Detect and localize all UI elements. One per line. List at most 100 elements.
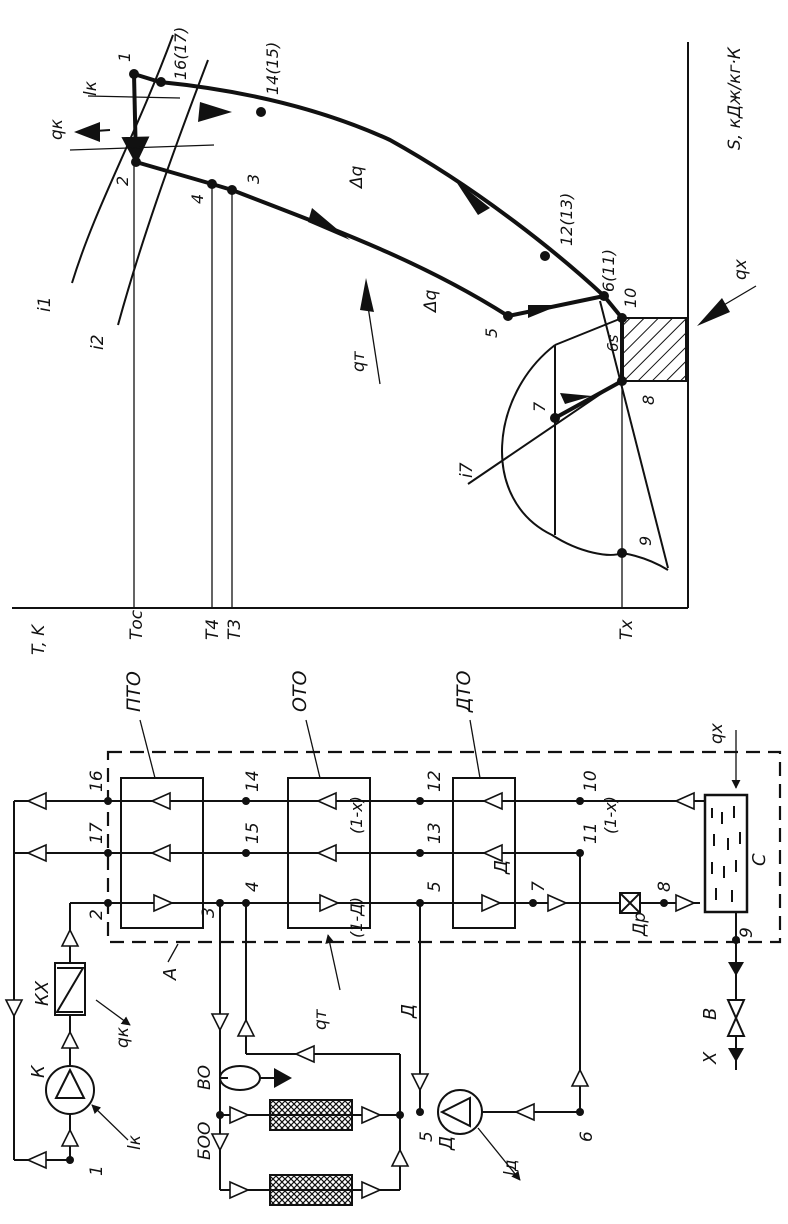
label-p5: 5: [482, 328, 501, 338]
throttle-cross: [619, 892, 641, 914]
tick-tos: Tос: [127, 609, 147, 640]
node-5b: 5: [417, 1131, 437, 1142]
label-i2: i2: [88, 334, 108, 350]
label-output: Х: [700, 1051, 721, 1065]
label-oto: ОТО: [289, 670, 311, 712]
label-expander-branch: Д: [398, 1004, 419, 1019]
block-a-boundary: [106, 750, 782, 944]
cooler-coil: [55, 967, 85, 1013]
tick-t4: T4: [203, 619, 223, 640]
node-11: 11: [581, 822, 601, 844]
label-flow-1x-top: (1-х): [347, 796, 366, 834]
label-p9: 9: [636, 536, 655, 546]
flow-arrow-6-16: [455, 180, 490, 215]
ts-diagram: T, K S, кДж/кг·К Tос T4 T3 Tx 1 16(17) 1…: [12, 27, 757, 655]
isobar-low: [599, 300, 669, 569]
label-p6s: 6s: [604, 334, 622, 352]
label-qk: qк: [47, 118, 67, 140]
label-ld-schematic: lд: [501, 1160, 521, 1176]
label-collector: С: [749, 853, 770, 866]
dto-leader: [469, 719, 481, 779]
label-p7: 7: [530, 401, 549, 412]
lk-arrow-head: [198, 102, 232, 122]
node-12: 12: [425, 770, 445, 792]
label-compressor: К: [28, 1064, 49, 1078]
label-lk-schematic: lк: [125, 1134, 145, 1150]
label-cooler: КХ: [32, 980, 53, 1006]
state-dots: [129, 69, 627, 558]
qk-arrow-head: [74, 122, 100, 142]
oto-leader: [305, 719, 321, 779]
qt-arrow-head: [360, 278, 374, 312]
label-flow-1d: (1-Д): [347, 897, 366, 938]
label-p4: 4: [188, 194, 207, 204]
label-qx: qx: [731, 258, 751, 280]
label-p16: 16(17): [171, 27, 190, 80]
flow-triangles: [4, 791, 696, 1200]
node-4: 4: [243, 881, 263, 892]
refrigeration-block: [621, 317, 687, 382]
valve-top: [726, 999, 746, 1021]
label-lk: lк: [81, 80, 101, 96]
qx-arrow-head: [697, 298, 730, 326]
label-p8: 8: [639, 395, 658, 405]
compressor-mark: [54, 1067, 86, 1099]
lk-line: [87, 95, 181, 99]
node-13: 13: [425, 822, 445, 844]
node-1: 1: [87, 1165, 107, 1176]
node-6: 6: [577, 1131, 597, 1142]
pto-leader: [139, 719, 156, 779]
node-7: 7: [529, 881, 549, 892]
label-dq-forward: Δq: [421, 289, 441, 314]
label-dto: ДТО: [453, 671, 475, 713]
node-2: 2: [87, 909, 107, 920]
tick-tx: Tx: [617, 619, 637, 640]
label-p1: 1: [115, 52, 134, 62]
ld-expander-arrow: [477, 1127, 521, 1181]
label-i7: i7: [457, 462, 477, 478]
oil-separator-arrow: [274, 1068, 292, 1088]
label-p6: 6(11): [599, 249, 618, 292]
qt-arrow-line: [366, 299, 381, 385]
axis-label-s: S, кДж/кг·К: [725, 46, 745, 150]
isobar-i2: [117, 59, 209, 326]
label-pto: ПТО: [123, 671, 145, 712]
label-block-a: А: [160, 968, 181, 981]
node-14: 14: [243, 770, 263, 792]
node-3: 3: [199, 907, 219, 918]
process-2-5: [135, 160, 510, 318]
valve-bottom: [726, 1015, 746, 1037]
label-throttle: Др: [630, 912, 650, 937]
label-expander: Д: [436, 1136, 457, 1151]
node-17: 17: [87, 822, 107, 844]
process-6-16: [133, 72, 606, 298]
label-p3: 3: [244, 174, 263, 184]
label-oil-separator: ВО: [195, 1065, 215, 1090]
node-dots: [66, 797, 740, 1164]
label-p2: 2: [113, 176, 132, 186]
expander-mark: [439, 1096, 471, 1128]
lk-compressor-arrow: [91, 1104, 129, 1141]
label-qt-schematic: qт: [311, 1008, 331, 1030]
node-5: 5: [425, 881, 445, 892]
node-15: 15: [243, 822, 263, 844]
label-dq-reverse: Δq: [347, 165, 367, 190]
node-10: 10: [581, 770, 601, 792]
output-arrow-1: [728, 962, 744, 976]
flow-arrow-5-6: [528, 305, 560, 318]
node-8: 8: [655, 881, 675, 892]
flow-arrow-2-5: [308, 208, 350, 240]
label-exchanger-d-mark: Д: [491, 860, 512, 875]
tick-t3: T3: [225, 619, 245, 640]
collector-liquid: [711, 806, 741, 902]
label-purifier: БОО: [195, 1122, 215, 1160]
qk-cooler-arrow: [95, 999, 131, 1026]
block-a-leader: [167, 943, 179, 963]
qx-arrow-line: [711, 285, 757, 313]
axis-label-t: T, K: [29, 623, 49, 655]
label-p10: 10: [621, 288, 640, 308]
purifier-top: [269, 1099, 353, 1131]
isobar-i1: [71, 34, 174, 284]
label-valve: В: [700, 1008, 721, 1020]
